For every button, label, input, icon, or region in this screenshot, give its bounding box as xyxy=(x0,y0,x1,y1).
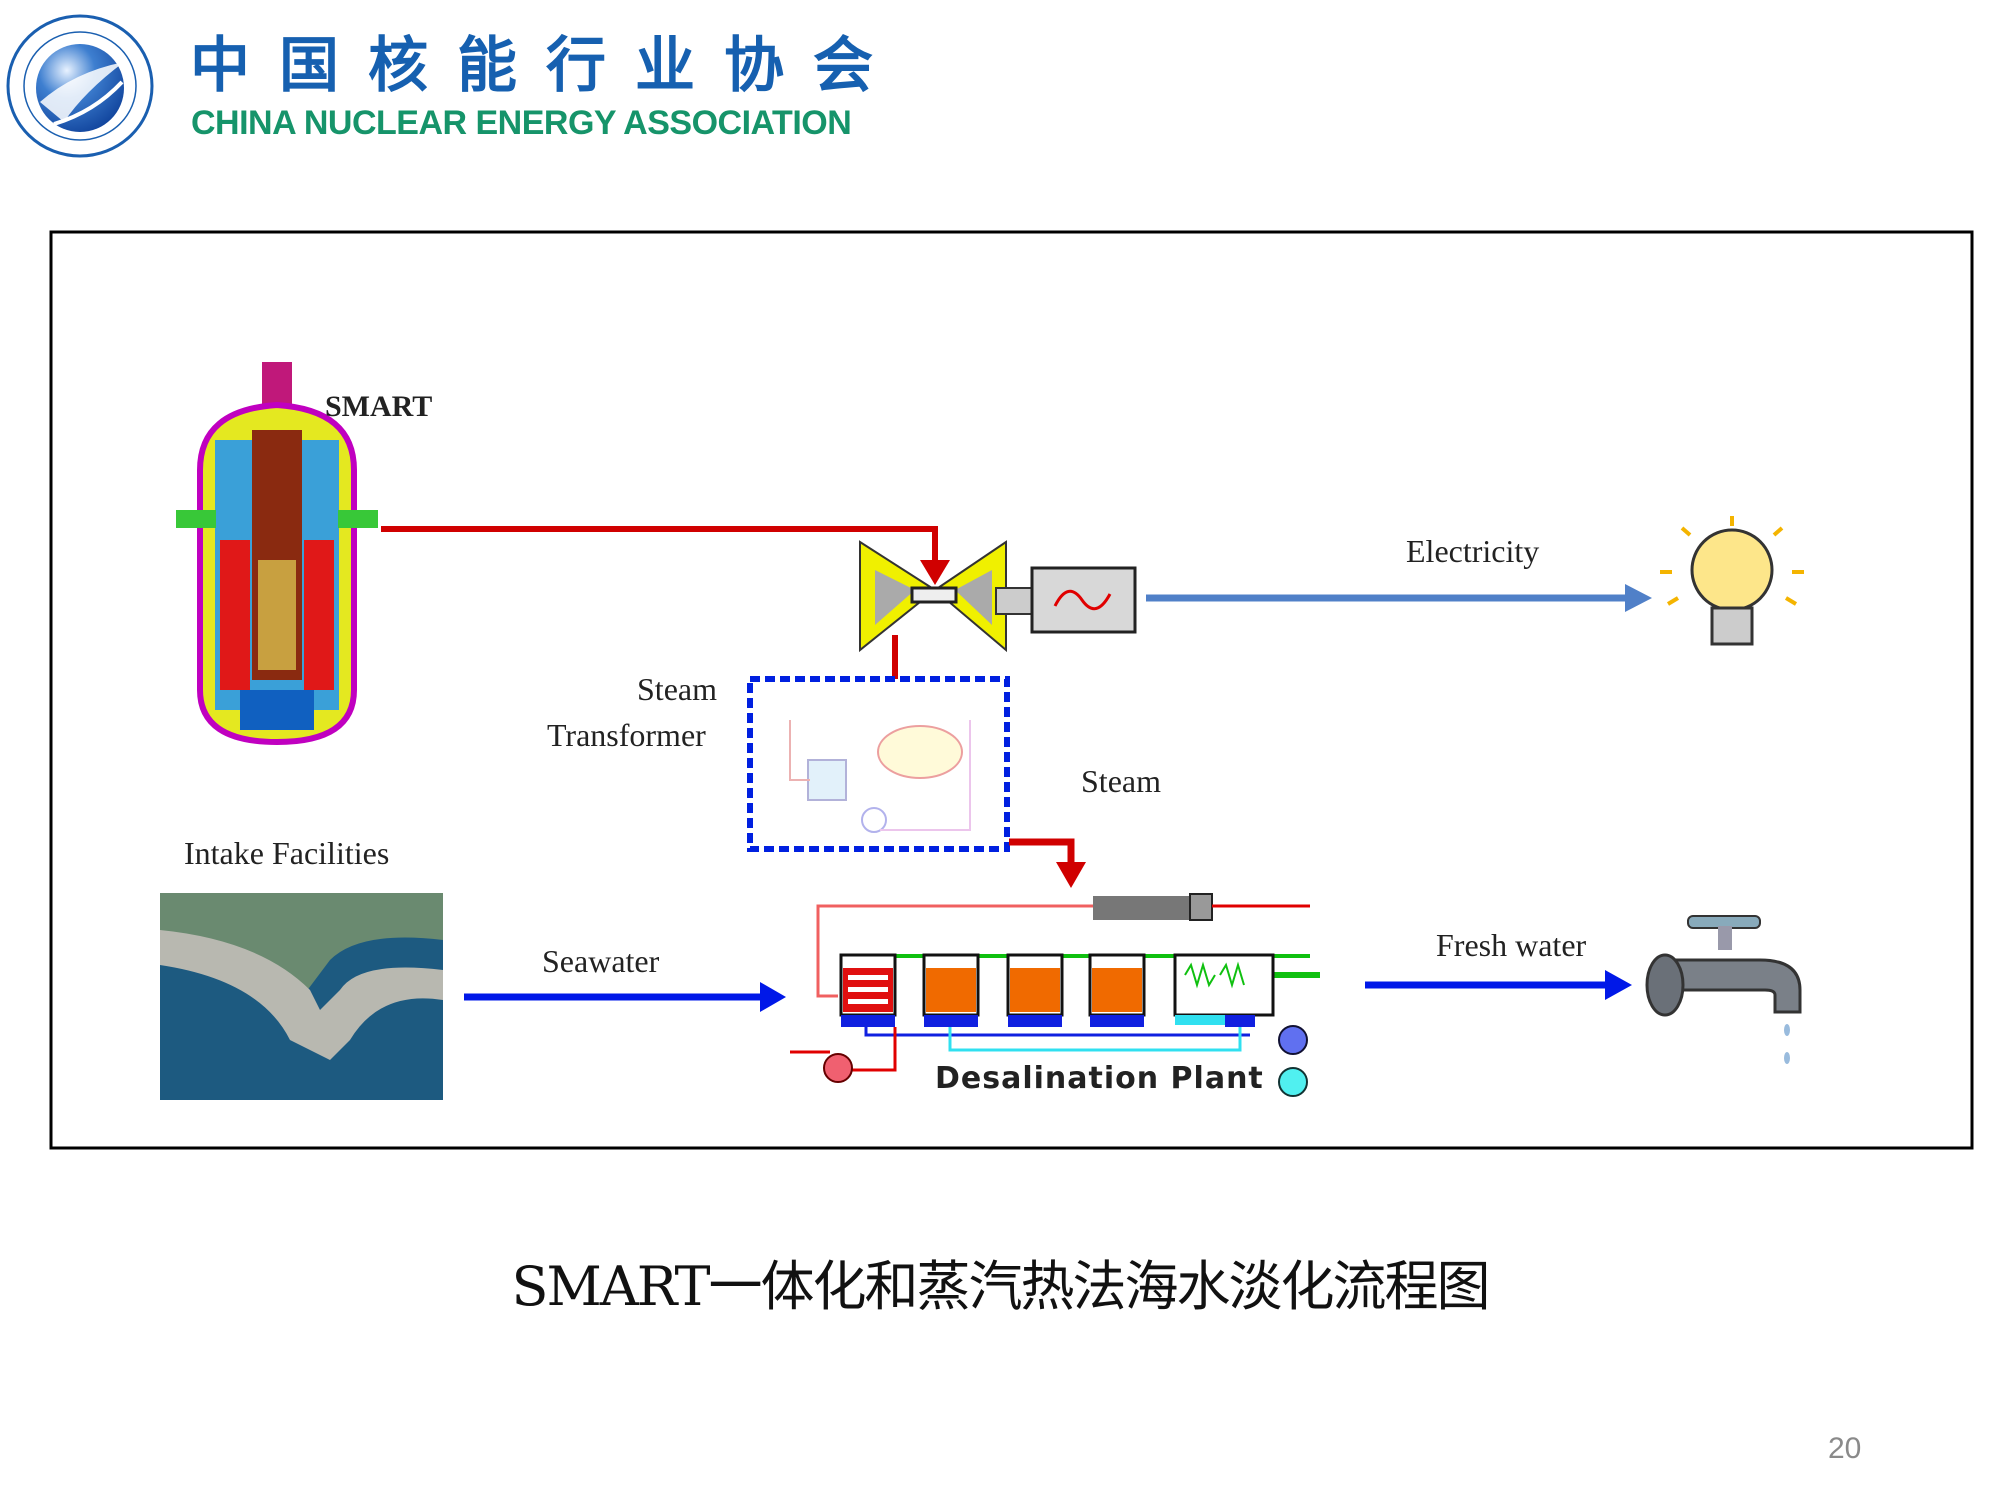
intake-facilities-photo xyxy=(160,893,443,1100)
generator-icon xyxy=(1030,566,1137,634)
page-number: 20 xyxy=(1828,1432,1862,1465)
seawater-label: Seawater xyxy=(542,943,660,979)
intake-facilities-label: Intake Facilities xyxy=(184,835,389,871)
org-name-english: CHINA NUCLEAR ENERGY ASSOCIATION xyxy=(191,104,852,142)
electricity-label: Electricity xyxy=(1406,533,1539,569)
steam-transformer-schematic xyxy=(789,720,971,833)
smart-reactor-icon xyxy=(176,362,378,746)
fresh-water-label: Fresh water xyxy=(1436,927,1587,963)
steam-transformer-label-line1: Steam xyxy=(637,671,717,707)
steam-transformer-label-line2: Transformer xyxy=(547,717,706,753)
desalination-plant-label: Desalination Plant xyxy=(935,1061,1264,1096)
steam-line xyxy=(381,526,938,570)
association-logo xyxy=(6,14,154,158)
org-name-chinese: 中国核能行业协会 xyxy=(190,31,902,101)
light-bulb-icon xyxy=(1660,516,1804,646)
slide-caption: SMART一体化和蒸汽热法海水淡化流程图 xyxy=(511,1255,1490,1318)
steam-transformer-box xyxy=(747,676,1010,852)
desalination-plant-schematic xyxy=(790,893,1320,1097)
smart-label: SMART xyxy=(325,390,432,423)
turbine-icon xyxy=(859,540,1035,653)
faucet-icon xyxy=(1645,915,1802,1064)
steam-label: Steam xyxy=(1081,763,1161,799)
